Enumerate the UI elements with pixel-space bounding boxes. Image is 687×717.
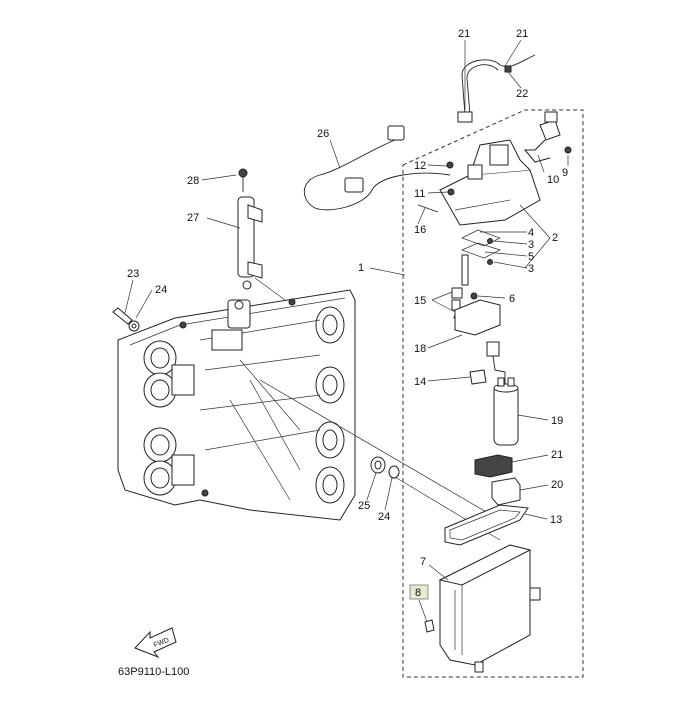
callout-2: 2 bbox=[552, 232, 558, 244]
callout-10: 9 bbox=[562, 167, 568, 179]
callout-11: 11 bbox=[414, 188, 425, 200]
screw-part-28 bbox=[238, 168, 248, 192]
gasket-part-13 bbox=[444, 504, 529, 546]
callout-19: 20 bbox=[551, 479, 563, 491]
diagram-code: 63P9110-L100 bbox=[118, 666, 189, 678]
callout-4: 4 bbox=[528, 227, 534, 239]
callouts: 21 21 22 26 28 27 23 24 12 11 16 1 10 9 … bbox=[127, 28, 568, 599]
bolt-part-23 bbox=[112, 307, 140, 332]
callout-21a: 21 bbox=[458, 28, 470, 40]
screw-part-10 bbox=[564, 146, 572, 154]
callout-24a: 24 bbox=[155, 284, 167, 296]
callout-12: 12 bbox=[414, 160, 426, 172]
callout-3b: 3 bbox=[528, 263, 534, 275]
silencer-part-27 bbox=[237, 196, 286, 301]
vapor-separator-assembly bbox=[439, 139, 541, 286]
callout-3a: 3 bbox=[528, 239, 534, 251]
callout-7: 7 bbox=[420, 556, 426, 568]
holder-part-19 bbox=[491, 477, 521, 506]
callout-16: 16 bbox=[414, 224, 426, 236]
callout-25: 25 bbox=[358, 500, 370, 512]
callout-8: 8 bbox=[415, 587, 421, 599]
callout-15: 15 bbox=[414, 295, 426, 307]
pin-part-16 bbox=[417, 204, 439, 213]
callout-21b: 21 bbox=[516, 28, 528, 40]
bracket-part-17 bbox=[454, 299, 501, 336]
filter-part-20 bbox=[474, 454, 513, 478]
callout-28: 28 bbox=[187, 175, 199, 187]
callout-5: 5 bbox=[528, 251, 534, 263]
screw-part-6 bbox=[470, 292, 478, 300]
screw-part-8 bbox=[409, 584, 435, 633]
harness-part-26 bbox=[303, 125, 451, 211]
callout-9: 10 bbox=[547, 174, 559, 186]
callout-18: 19 bbox=[551, 415, 563, 427]
callout-24b: 24 bbox=[378, 511, 390, 523]
callout-22: 22 bbox=[516, 88, 528, 100]
pump-connector bbox=[486, 341, 500, 357]
callout-20: 21 bbox=[551, 449, 563, 461]
fuel-pump-part-18 bbox=[493, 377, 519, 446]
callout-26: 26 bbox=[317, 128, 329, 140]
callout-14: 14 bbox=[414, 376, 426, 388]
callout-17: 18 bbox=[414, 343, 426, 355]
callout-27: 27 bbox=[187, 212, 199, 224]
callout-13: 13 bbox=[550, 514, 562, 526]
forward-arrow-icon: FWD bbox=[134, 627, 177, 659]
intake-manifold bbox=[117, 289, 356, 521]
grommet-part-14 bbox=[469, 369, 487, 385]
leader-lines bbox=[124, 39, 569, 623]
callout-1: 1 bbox=[358, 262, 364, 274]
callout-23: 23 bbox=[127, 268, 139, 280]
float-chamber-part-7 bbox=[438, 544, 541, 673]
grommet-part-25 bbox=[370, 456, 400, 479]
assembly-boundary bbox=[402, 109, 584, 678]
callout-6: 6 bbox=[509, 293, 515, 305]
regulator-part-9 bbox=[523, 111, 561, 163]
